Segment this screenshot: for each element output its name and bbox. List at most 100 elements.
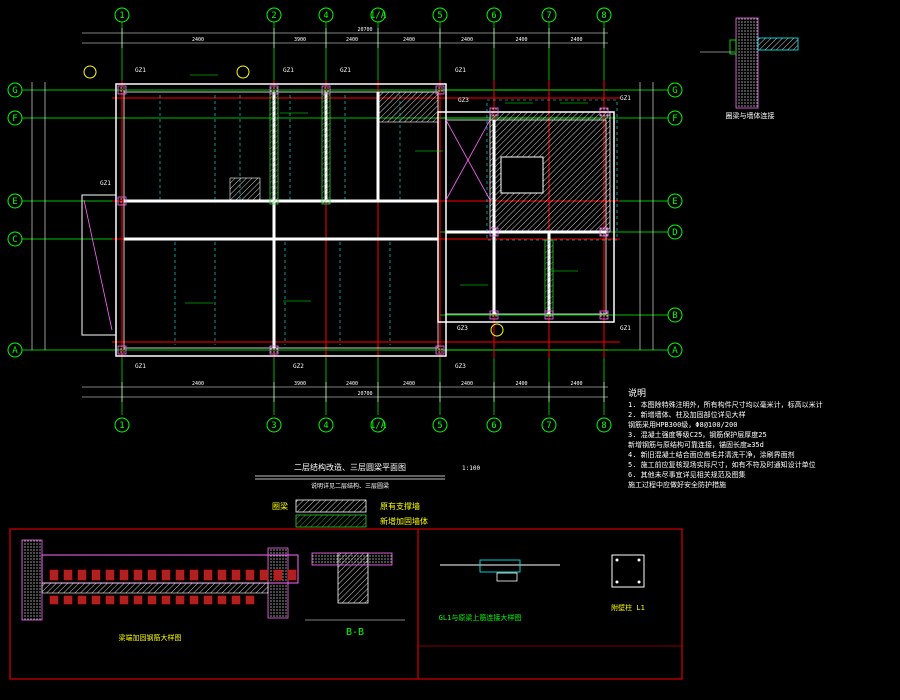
detail-rebar: [119, 569, 129, 581]
column: [435, 345, 445, 355]
detail-caption: 梁端加固钢筋大样图: [119, 633, 182, 642]
axis-label-bottom: 1/A: [370, 421, 387, 431]
detail-rebar: [133, 569, 143, 581]
axis-label-right: G: [672, 86, 677, 96]
bay-window: [81, 194, 116, 336]
detail-rebar: [133, 595, 143, 605]
axis-label-top: 6: [491, 11, 496, 21]
legend-label: 圈梁: [272, 502, 288, 511]
detail-rebar: [189, 595, 199, 605]
column: [117, 196, 127, 206]
axis-bubble-bottom: [370, 417, 386, 433]
bay-diagonal: [83, 199, 113, 331]
axis-bubble-top: [541, 7, 557, 23]
gl-caption: GL1与原梁上筋连接大样图: [439, 613, 522, 622]
notes-title: 说明: [628, 389, 647, 399]
note-line: 施工过程中应做好安全防护措施: [628, 481, 726, 489]
axis-bubble-left: [7, 110, 23, 126]
detail-rebar: [231, 569, 241, 581]
note-line: 4. 新旧混凝土结合面应凿毛并清洗干净，涂刷界面剂: [628, 451, 795, 459]
detail-rebar: [105, 595, 115, 605]
detail-rebar: [49, 569, 59, 581]
axis-bubble-right: [667, 342, 683, 358]
axis-label-left: A: [12, 346, 18, 356]
stair-line: [445, 119, 491, 201]
pillar-bar: [637, 558, 641, 562]
new-wall: [544, 239, 554, 317]
detail-rebar: [231, 595, 241, 605]
axis-label-top: 1/A: [370, 11, 387, 21]
column-tag: GZ3: [458, 97, 469, 104]
axis-bubble-top: [596, 7, 612, 23]
column-tag: GZ1: [620, 325, 631, 332]
column: [544, 310, 554, 320]
note-line: 5. 施工前应复核现场实际尺寸，如有不符及时通知设计单位: [628, 461, 816, 469]
column: [269, 85, 279, 95]
axis-bubble-bottom: [114, 417, 130, 433]
detail-rebar: [259, 569, 269, 581]
axis-bubble-left: [7, 342, 23, 358]
axis-label-bottom: 6: [491, 421, 496, 431]
column-tag: GZ2: [293, 363, 304, 370]
axis-label-bottom: 4: [323, 421, 328, 431]
dimension-text: 2400: [192, 381, 204, 387]
dimension-text: 2400: [403, 37, 415, 43]
detail-rebar: [175, 569, 185, 581]
dimension-text: 2400: [515, 37, 527, 43]
detail-rebar: [189, 569, 199, 581]
column-tag: GZ1: [135, 363, 146, 370]
column: [117, 85, 127, 95]
hatched-wall: [377, 91, 439, 123]
detail-rebar: [63, 595, 73, 605]
axis-bubble-right: [667, 307, 683, 323]
axis-label-top: 4: [323, 11, 328, 21]
axis-label-right: D: [672, 228, 677, 238]
note-line: 3. 混凝土强度等级C25，钢筋保护层厚度25: [628, 431, 767, 439]
pillar-bar: [615, 580, 619, 584]
column: [117, 345, 127, 355]
axis-bubble-bottom: [318, 417, 334, 433]
dimension-text: 2400: [403, 381, 415, 387]
callout-bubble: [236, 65, 250, 79]
gl-connector: [479, 559, 521, 573]
dimension-text: 3900: [294, 381, 306, 387]
plan-title: 二层结构改造、三层圆梁平面图: [294, 462, 406, 472]
detail-rebar: [203, 595, 213, 605]
axis-label-top: 7: [546, 11, 551, 21]
axis-label-right: A: [672, 346, 678, 356]
detail-rebar: [273, 569, 283, 581]
axis-bubble-top: [266, 7, 282, 23]
pillar-caption: 附壁柱 L1: [611, 603, 645, 612]
dimension-total: 20700: [357, 27, 372, 33]
detail-rebar: [77, 569, 87, 581]
column: [489, 310, 499, 320]
dimension-total: 20700: [357, 391, 372, 397]
detail-rebar: [245, 569, 255, 581]
hatched-wall: [229, 177, 261, 201]
axis-bubble-left: [7, 82, 23, 98]
dimension-text: 2400: [346, 381, 358, 387]
dimension-text: 3900: [294, 37, 306, 43]
axis-label-left: C: [12, 235, 17, 245]
detail-rebar: [63, 569, 73, 581]
detail-rebar: [217, 569, 227, 581]
detail-frame: [9, 528, 683, 680]
column: [599, 107, 609, 117]
column-tag: GZ3: [457, 325, 468, 332]
detail-rebar: [119, 595, 129, 605]
note-line: 1. 本图除特殊注明外，所有构件尺寸均以毫米计，标高以米计: [628, 401, 823, 409]
axis-label-left: G: [12, 86, 17, 96]
axis-bubble-bottom: [541, 417, 557, 433]
exterior-wall: [115, 83, 447, 357]
axis-bubble-top: [370, 7, 386, 23]
axis-bubble-top: [318, 7, 334, 23]
column: [599, 227, 609, 237]
detail-rebar: [91, 569, 101, 581]
axis-label-left: E: [12, 197, 17, 207]
slab-outline: [486, 99, 618, 241]
note-line: 2. 新增墙体、柱及加固部位详见大样: [628, 411, 746, 419]
dimension-text: 2400: [192, 37, 204, 43]
column: [489, 107, 499, 117]
detail-rebar: [203, 569, 213, 581]
